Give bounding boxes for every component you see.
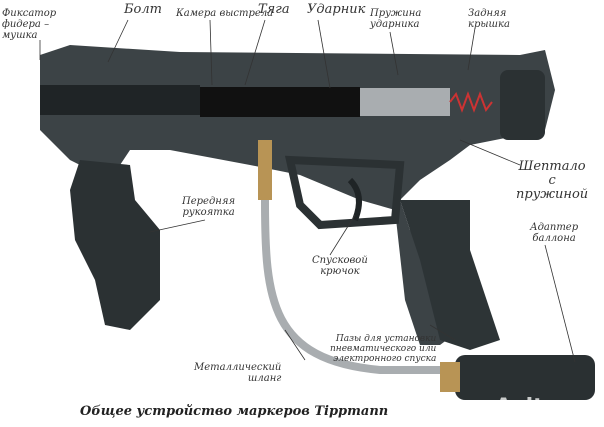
label-front-grip: Передняя рукоятка	[182, 196, 235, 218]
tank-adapter	[455, 355, 595, 400]
label-hose: Металлический шланг	[194, 362, 281, 384]
hose-fitting	[258, 140, 272, 200]
label-line: мушка	[2, 30, 38, 41]
label-line: Задняя	[468, 8, 507, 19]
back-cover	[500, 70, 545, 140]
label-hammer-spring: Пружина ударника	[370, 8, 421, 30]
label-line: ударника	[370, 19, 420, 30]
label-line: баллона	[532, 233, 576, 244]
label-tank-adapter: Адаптер баллона	[530, 222, 578, 244]
label-slots: Пазы для установки пневматического или э…	[330, 334, 436, 364]
label-line: шланг	[247, 373, 282, 384]
label-feeder-lock: Фиксатор фидера – мушка	[2, 8, 56, 41]
bolt	[40, 85, 200, 115]
hammer-spring	[449, 91, 493, 113]
label-line: крючок	[320, 266, 360, 277]
rear-grip	[400, 200, 500, 350]
label-line: Адаптер	[530, 222, 579, 233]
hose	[261, 199, 450, 374]
caption: Общее устройство маркеров Tippmann	[80, 404, 389, 419]
label-line: Передняя	[182, 196, 236, 207]
label-trigger: Спусковой крючок	[312, 255, 368, 277]
front-grip	[70, 160, 160, 330]
watermark: Avito	[495, 395, 559, 420]
chamber	[200, 87, 360, 117]
label-sear: Шептало с пружиной	[516, 160, 588, 202]
trigger-guard	[284, 155, 405, 230]
label-line: Фиксатор	[2, 8, 57, 19]
label-line: Металлический	[194, 362, 282, 373]
label-line: с	[548, 173, 556, 188]
trigger	[347, 177, 362, 222]
hammer	[360, 88, 450, 116]
label-line: фидера –	[2, 19, 50, 30]
label-bolt: Болт	[124, 2, 162, 17]
label-line: пружиной	[516, 187, 589, 202]
label-line: Пазы для установки	[335, 334, 437, 344]
label-back-cover: Задняя крышка	[468, 8, 510, 30]
label-chamber: Камера выстрела	[176, 8, 274, 19]
label-line: рукоятка	[182, 207, 235, 218]
label-line: электронного спуска	[333, 354, 437, 364]
label-rod: Тяга	[258, 2, 290, 17]
label-line: крышка	[468, 19, 510, 30]
label-hammer: Ударник	[307, 2, 366, 17]
label-line: Спусковой	[312, 255, 368, 266]
label-line: Шептало	[518, 159, 586, 174]
label-line: Пружина	[370, 8, 422, 19]
label-line: пневматического или	[330, 344, 437, 354]
